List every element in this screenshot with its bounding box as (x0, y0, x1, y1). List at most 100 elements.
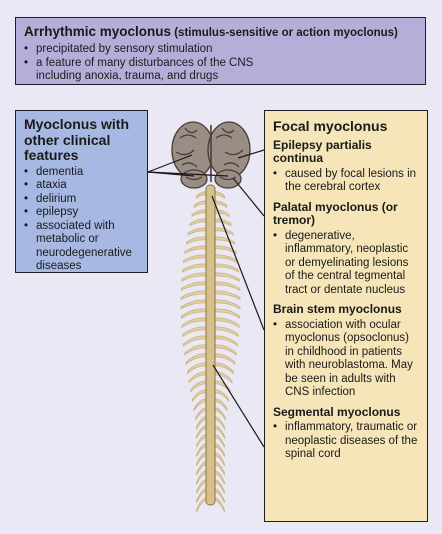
nerve-root (214, 236, 236, 245)
nerve-root (214, 299, 241, 310)
section-list: caused by focal lesions in the cerebral … (273, 168, 419, 195)
other-list: dementia ataxia delirium epilepsy associ… (24, 166, 139, 274)
nerve-root (187, 227, 207, 236)
nerve-root (193, 398, 207, 412)
nerve-root (214, 479, 225, 494)
nerve-root (181, 317, 207, 329)
nerve-root (214, 470, 225, 485)
nerve-root (184, 245, 207, 255)
nerve-root (214, 488, 225, 503)
nerve-root (181, 272, 207, 282)
nerve-root (214, 245, 237, 255)
nerve-root (196, 191, 207, 199)
list-item: degenerative, inflammatory, neoplastic o… (273, 230, 419, 298)
connector-line (237, 149, 265, 159)
arrhythmic-subtitle: (stimulus-sensitive or action myoclonus) (171, 27, 398, 39)
list-item: inflammatory, traumatic or neoplastic di… (273, 421, 419, 462)
nerve-root (214, 398, 228, 412)
arrhythmic-list: precipitated by sensory stimulation a fe… (24, 43, 417, 84)
list-item: dementia (24, 166, 139, 180)
list-item: precipitated by sensory stimulation (24, 43, 417, 57)
nerve-root (189, 218, 207, 227)
connector-line (212, 364, 265, 448)
nerve-root (196, 470, 207, 485)
nerve-root (214, 353, 236, 366)
nerve-root (214, 425, 225, 440)
nerve-root (185, 236, 207, 245)
nerve-root (182, 326, 207, 338)
nerve-root (180, 290, 207, 301)
nerve-root (193, 200, 207, 208)
arrhythmic-myoclonus-box: Arrhythmic myoclonus (stimulus-sensitive… (15, 17, 426, 85)
nerve-root (214, 416, 225, 431)
nerve-root (195, 407, 207, 422)
arrhythmic-title-main: Arrhythmic myoclonus (24, 24, 172, 39)
nerve-root (196, 452, 207, 466)
nerve-root (214, 191, 225, 199)
connector-line (232, 177, 265, 217)
section-title: Segmental myoclonus (273, 404, 401, 419)
nerve-root (214, 434, 225, 448)
nerve-root (196, 416, 207, 431)
nerve-root (214, 389, 230, 403)
connector-line (211, 195, 265, 331)
nerve-root (214, 200, 228, 208)
nerve-root (214, 461, 225, 476)
nerve-root (196, 479, 207, 494)
list-item: delirium (24, 193, 139, 207)
nerve-root (196, 425, 207, 440)
nerve-root (214, 281, 241, 292)
nerve-root (214, 227, 234, 236)
list-item: a feature of many disturbances of the CN… (24, 57, 266, 84)
nerve-root (188, 371, 207, 384)
nerve-root (214, 290, 241, 301)
nerve-root (180, 308, 207, 319)
nerve-root (196, 434, 207, 448)
spinal-cord (205, 184, 216, 506)
nerve-root (214, 335, 238, 347)
focal-title: Focal myoclonus (273, 118, 388, 134)
section-title: Epilepsy partialis continua (273, 137, 372, 165)
nerve-root (180, 281, 207, 292)
section-list: association with ocular myoclonus (opsoc… (273, 319, 419, 400)
other-title: Myoclonus with other clinical features (24, 116, 129, 163)
nerve-root (214, 326, 239, 338)
nerve-root (214, 344, 237, 356)
section-list: degenerative, inflammatory, neoplastic o… (273, 230, 419, 298)
section-title: Palatal myoclonus (or tremor) (273, 199, 398, 227)
list-item: caused by focal lesions in the cerebral … (273, 168, 419, 195)
nerve-root (214, 272, 240, 282)
nerve-root (214, 407, 226, 422)
nerve-root (196, 461, 207, 476)
nerve-root (196, 443, 207, 457)
nerve-root (214, 263, 239, 273)
section-title: Brain stem myoclonus (273, 302, 402, 316)
nerve-root (214, 452, 225, 466)
nerve-root (191, 209, 207, 218)
nerve-root (184, 344, 207, 356)
focal-myoclonus-box: Focal myoclonus Epilepsy partialis conti… (264, 110, 428, 522)
nerve-root (182, 263, 207, 273)
arrhythmic-title: Arrhythmic myoclonus (stimulus-sensitive… (24, 24, 417, 41)
nerve-root (180, 299, 207, 310)
list-item: association with ocular myoclonus (opsoc… (273, 319, 419, 400)
connector-line (147, 171, 229, 177)
list-item: associated with metabolic or neurodegene… (24, 220, 139, 274)
nerve-root (214, 308, 241, 319)
brain (171, 121, 251, 189)
other-clinical-features-box: Myoclonus with other clinical features d… (15, 110, 148, 273)
nerve-root (191, 389, 207, 403)
nerve-root (214, 362, 234, 375)
spinal-nerves (180, 191, 241, 513)
connector-line (147, 154, 193, 173)
nerve-root (214, 443, 225, 457)
list-item: epilepsy (24, 206, 139, 220)
nerve-root (183, 254, 207, 264)
section-list: inflammatory, traumatic or neoplastic di… (273, 421, 419, 462)
nerve-root (183, 335, 207, 347)
nerve-root (190, 380, 207, 393)
nerve-root (214, 317, 240, 329)
